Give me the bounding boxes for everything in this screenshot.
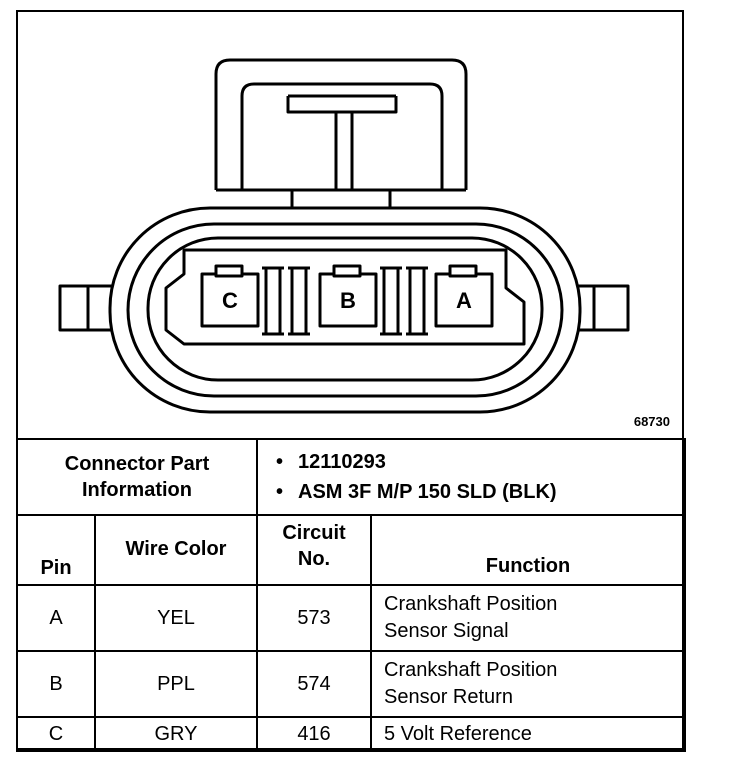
header-circuit-line1: Circuit: [282, 522, 346, 544]
pin-cell: C: [16, 716, 96, 752]
pin-label-c: C: [222, 288, 238, 313]
circuit-cell: 573: [256, 584, 372, 652]
figure-number: 68730: [633, 414, 670, 429]
connector-figure: C B A 68730 Connector Part Information 1…: [16, 10, 686, 752]
connector-body-inner: [146, 236, 544, 382]
function-line1: 5 Volt Reference: [384, 722, 532, 745]
table-row: C GRY 416 5 Volt Reference: [16, 716, 686, 752]
pin-cell: A: [16, 584, 96, 652]
header-pin: Pin: [16, 514, 96, 586]
function-cell: 5 Volt Reference: [370, 716, 686, 752]
wire-color-cell: GRY: [94, 716, 258, 752]
part-info-label-line1: Connector Part: [64, 453, 210, 475]
function-line1: Crankshaft Position: [384, 593, 558, 615]
connector-pinout-table: Connector Part Information 12110293 ASM …: [16, 438, 686, 752]
connector-body-outer: [108, 206, 582, 414]
connector-latch: [214, 58, 468, 190]
table-header-row: Pin Wire Color Circuit No. Function: [16, 514, 686, 586]
pin-cell: B: [16, 650, 96, 718]
function-cell: Crankshaft Position Sensor Return: [370, 650, 686, 718]
function-line1: Crankshaft Position: [384, 659, 558, 681]
function-line2: Sensor Return: [384, 686, 513, 708]
part-info-row: Connector Part Information 12110293 ASM …: [16, 438, 686, 516]
pin-label-a: A: [456, 288, 472, 313]
connector-body-ring: [126, 222, 564, 398]
header-circuit-no: Circuit No.: [256, 514, 372, 586]
pin-cavity-area: [164, 248, 526, 346]
function-cell: Crankshaft Position Sensor Signal: [370, 584, 686, 652]
wire-color-cell: YEL: [94, 584, 258, 652]
table-row: B PPL 574 Crankshaft Position Sensor Ret…: [16, 650, 686, 718]
part-number: 12110293: [276, 447, 684, 477]
function-line2: Sensor Signal: [384, 620, 509, 642]
part-description: ASM 3F M/P 150 SLD (BLK): [276, 477, 684, 507]
connector-diagram: C B A: [58, 58, 630, 414]
table-row: A YEL 573 Crankshaft Position Sensor Sig…: [16, 584, 686, 652]
part-info-label: Connector Part Information: [16, 438, 258, 516]
connector-latch-inner: [240, 82, 444, 190]
wire-color-cell: PPL: [94, 650, 258, 718]
pin-label-b: B: [340, 288, 356, 313]
header-circuit-line2: No.: [297, 548, 331, 570]
header-wire-color: Wire Color: [94, 514, 258, 586]
header-function: Function: [370, 514, 686, 586]
part-info-values: 12110293 ASM 3F M/P 150 SLD (BLK): [256, 438, 686, 516]
circuit-cell: 574: [256, 650, 372, 718]
circuit-cell: 416: [256, 716, 372, 752]
connector-latch-t: [286, 94, 398, 190]
part-info-label-line2: Information: [82, 479, 192, 501]
